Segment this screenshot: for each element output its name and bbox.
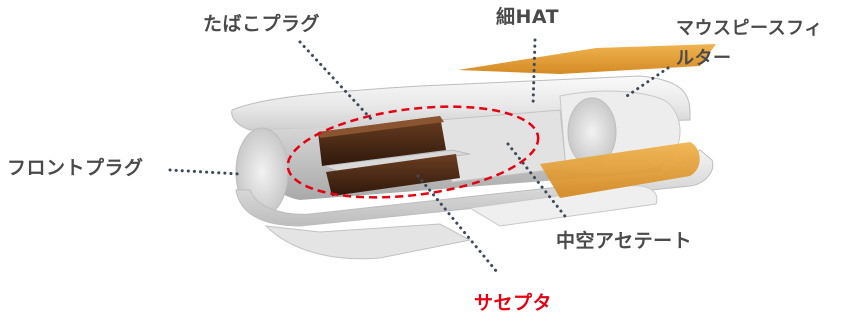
label-hat: 細HAT	[496, 6, 560, 28]
label-mouthpiece-filter-line2: ルター	[676, 48, 732, 69]
label-front-plug: フロントプラグ	[7, 157, 144, 179]
leader-hollow-acetate	[506, 142, 570, 222]
leader-tobacco-plug	[298, 40, 374, 122]
leader-hat	[531, 38, 537, 108]
susceptor-highlight-ellipse	[286, 105, 540, 199]
label-susceptor: サセプタ	[474, 292, 553, 314]
tipping-paper-bottom	[540, 142, 700, 198]
label-mouthpiece-filter-line1: マウスピースフィ	[676, 18, 823, 39]
leader-front-plug	[168, 168, 242, 176]
wrapper-bottom-flap-left	[264, 223, 472, 260]
tobacco-plug-upper-top	[318, 116, 444, 138]
label-tobacco-plug: たばこプラグ	[203, 13, 321, 35]
susceptor-sheet	[323, 149, 471, 173]
leader-susceptor	[416, 174, 499, 274]
tobacco-plug-lower	[326, 154, 460, 196]
tipping-paper-top	[458, 44, 716, 74]
label-hollow-acetate: 中空アセテート	[556, 230, 693, 252]
